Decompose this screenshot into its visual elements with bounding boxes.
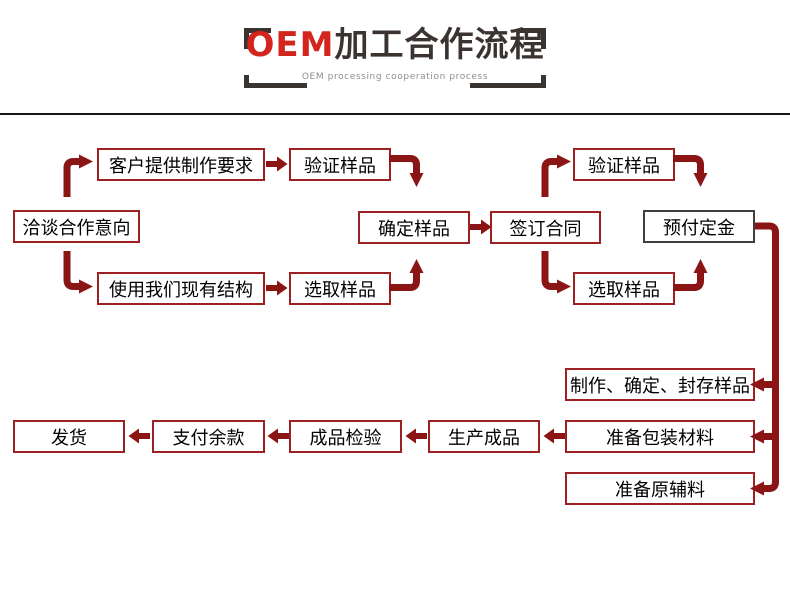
- arrow-verify1-to-confirm-icon: [389, 155, 424, 187]
- connector-prepay-to-preparation-icon: [750, 222, 779, 496]
- arrow-select1-to-confirm-icon: [389, 259, 424, 291]
- title-bracket-top-right-icon: [519, 28, 546, 49]
- node-prep-raw: 准备原辅料: [565, 472, 755, 505]
- title-brand: OEM: [245, 25, 335, 65]
- title-block: OEM加工合作流程 OEM processing cooperation pro…: [244, 25, 546, 88]
- separator-line: [0, 113, 790, 115]
- arrow-packaging-to-produce-icon: [543, 428, 565, 444]
- node-produce: 生产成品: [428, 420, 540, 453]
- arrow-inspect-to-pay-icon: [267, 428, 289, 444]
- arrow-pay-to-ship-icon: [128, 428, 150, 444]
- node-sign-contract: 签订合同: [490, 211, 601, 244]
- arrow-produce-to-inspect-icon: [405, 428, 427, 444]
- node-inspect: 成品检验: [289, 420, 402, 453]
- node-verify-sample-1: 验证样品: [289, 148, 391, 181]
- title-bracket-top-left-icon: [244, 28, 271, 49]
- node-negotiate: 洽谈合作意向: [13, 210, 140, 243]
- node-customer-req: 客户提供制作要求: [97, 148, 265, 181]
- node-prep-packaging: 准备包装材料: [565, 420, 755, 453]
- node-make-confirm-seal: 制作、确定、封存样品: [565, 368, 755, 401]
- node-verify-sample-2: 验证样品: [573, 148, 675, 181]
- title-bracket-bottom-right-icon: [470, 75, 546, 88]
- arrow-use-structure-to-select-icon: [266, 280, 288, 296]
- arrow-select2-to-prepay-icon: [673, 259, 708, 291]
- node-prepay: 预付定金: [643, 210, 755, 243]
- arrow-sign-to-select2-icon: [541, 251, 571, 294]
- node-select-sample-2: 选取样品: [573, 272, 675, 305]
- arrow-customer-req-to-verify-icon: [266, 156, 288, 172]
- title-heading: 加工合作流程: [334, 25, 545, 65]
- arrow-confirm-to-sign-icon: [470, 219, 492, 235]
- arrow-negotiate-to-customer-req-icon: [63, 154, 93, 197]
- arrow-sign-to-verify2-icon: [541, 154, 571, 197]
- node-pay-balance: 支付余款: [152, 420, 265, 453]
- page-subtitle: OEM processing cooperation process: [301, 72, 489, 82]
- arrow-negotiate-to-use-structure-icon: [63, 251, 93, 294]
- title-bracket-bottom-left-icon: [244, 75, 307, 88]
- node-use-structure: 使用我们现有结构: [97, 272, 265, 305]
- page-title: OEM加工合作流程: [244, 22, 546, 70]
- node-select-sample-1: 选取样品: [289, 272, 391, 305]
- node-ship: 发货: [13, 420, 125, 453]
- node-confirm-sample: 确定样品: [358, 211, 470, 244]
- arrow-verify2-to-prepay-icon: [673, 155, 708, 187]
